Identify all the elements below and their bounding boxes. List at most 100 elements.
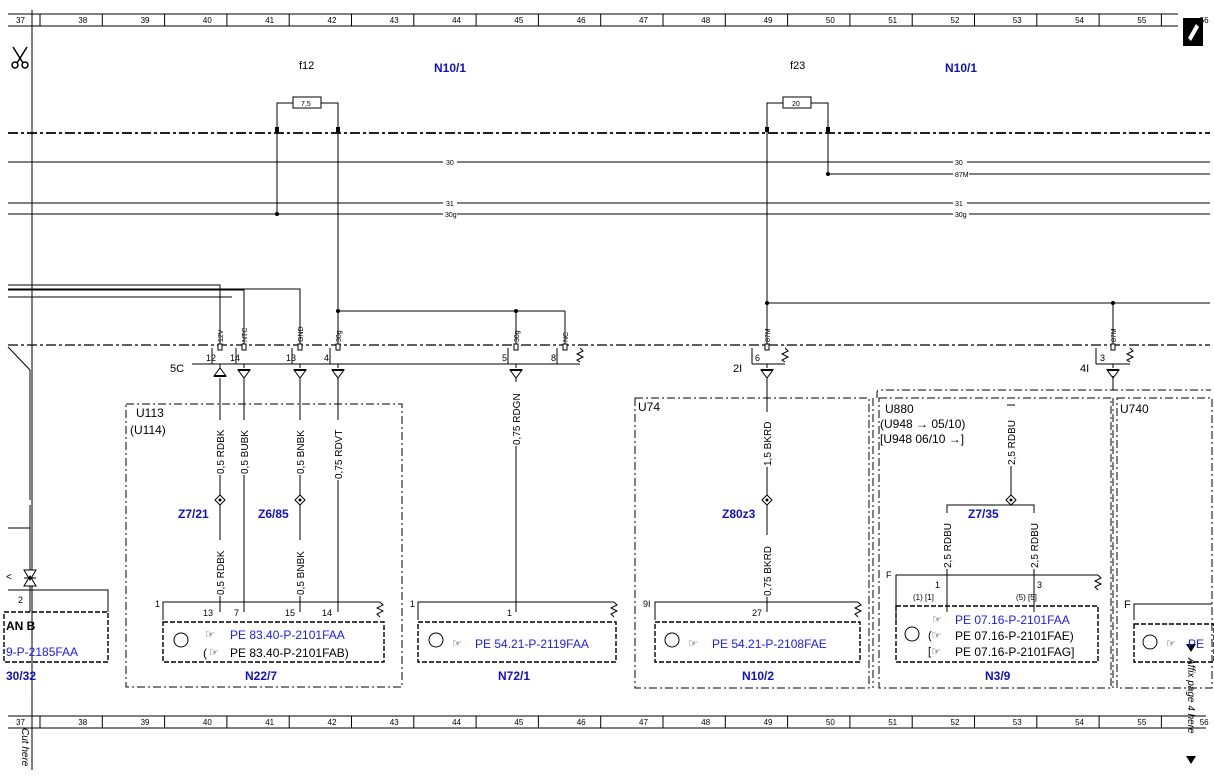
ruler-number: 52 [951,16,960,25]
splice-label: Z7/35 [968,507,999,521]
connector-name: 4I [1080,363,1089,375]
pin-number: 7 [234,608,239,618]
module-ref-link[interactable]: PE 07.16-P-2101FAA [955,613,1070,627]
module-partial-right: F ☞ PE [1124,599,1214,663]
ruler-number: 48 [701,16,710,25]
transistor-icon [428,632,444,648]
block-u880-line1: (U948 → 05/10) [880,417,965,431]
pin-number: 27 [752,608,762,618]
pin-terminal [241,343,247,351]
ruler-number: 46 [577,718,586,727]
pointer-icon: ☞ [1166,638,1176,650]
module-partial-left: 2 AN B 9-P-2185FAA 30/32 < [3,505,109,683]
ruler-number: 42 [328,16,337,25]
bus-87m-label: 87M [955,172,969,179]
pointer-icon: ☞ [205,629,215,641]
ruler-number: 53 [1013,16,1022,25]
unit-label: N10/1 [434,61,466,75]
arrow-down-icon [237,369,251,379]
pin-number: 3 [1100,353,1105,363]
module-label: AN B [6,619,36,633]
bus-lines [8,161,1210,215]
pin-number: 1 [507,608,512,618]
splice-label: Z80z3 [722,507,756,521]
bus-30g-label: 30g [955,212,967,219]
bus-31-label: 31 [955,201,963,208]
ruler-number: 37 [16,16,25,25]
ruler-number: 46 [577,16,586,25]
pin-terminal [513,343,519,351]
scissors-icon [11,46,29,69]
wire-label: 0,75 BKRD [763,546,774,596]
wire-label: 1,5 BKRD [763,422,774,466]
pin-number: 14 [230,353,240,363]
transistor-icon [904,626,920,642]
pin-terminal [335,343,341,351]
ruler-number: 54 [1075,718,1084,727]
ruler-number: 50 [826,718,835,727]
pin-number: 8 [551,353,556,363]
ruler-number: 45 [514,16,523,25]
pointer-icon: ☞ [688,638,698,650]
cut-here-label: Cut here [19,728,30,767]
pointer-icon: (☞ [928,630,942,642]
ruler-number: 52 [951,718,960,727]
bus-30-label: 30 [955,160,963,167]
block-u740-code: U740 [1120,402,1149,416]
module-name: N10/2 [742,669,774,683]
ruler-number: 42 [328,718,337,727]
ruler-number: 56 [1200,16,1209,25]
module-ref-link[interactable]: PE [1188,637,1204,651]
wire-label: 0,5 BUBK [240,430,251,474]
bus-30g-label: 30g [445,212,457,219]
module-conn: 1 [410,599,415,609]
module-ref-link[interactable]: PE 83.40-P-2101FAA [230,628,345,642]
pin-signal: NTC [242,328,249,342]
ruler-number: 44 [452,16,461,25]
pin-number: 4 [324,353,329,363]
ruler-number: 43 [390,16,399,25]
pin-sub: (5) [5] [1016,593,1037,602]
pin-number: 14 [322,608,332,618]
transistor-icon [173,632,189,648]
ruler-number: 56 [1200,718,1209,727]
arrow-down-icon [509,369,523,379]
pin-number: 12 [206,353,216,363]
fuse-value: 7,5 [301,101,311,108]
connector-2i: 2I 6 87M [733,328,790,375]
pointer-icon: [☞ [928,646,941,658]
block-u113-code: U113 [136,406,164,420]
page-tab-icon [1183,18,1203,46]
pin-signal: NC [563,332,570,342]
connector-name: 2I [733,363,742,375]
pointer-icon: ☞ [932,614,942,626]
wire-label: 2,5 RDBU [943,523,954,568]
transistor-icon [1142,634,1158,650]
fuse-f12: f12 N10/1 7,5 [275,60,466,133]
pin-number: 6 [755,353,760,363]
ruler-number: 49 [764,16,773,25]
ruler-number: 45 [514,718,523,727]
ruler-number: 48 [701,718,710,727]
module-ref-link[interactable]: PE 54.21-P-2108FAE [712,637,827,651]
ruler-number: 39 [141,16,150,25]
fuse-id: f12 [299,60,314,72]
ruler-number: 51 [888,16,897,25]
module-name: 30/32 [6,669,36,683]
module-ref-link[interactable]: PE 54.21-P-2119FAA [475,637,589,651]
pin-number: 3 [1037,580,1042,590]
module-ref-link[interactable]: 9-P-2185FAA [6,645,78,659]
connector-4i: 4I 3 87M [1080,328,1135,375]
pin-signal: GND [298,326,305,342]
transistor-icon [664,632,680,648]
module-ref-alt: PE 07.16-P-2101FAE) [955,629,1074,643]
ruler-number: 38 [78,16,87,25]
fuse-f23: f23 N10/1 20 [765,60,977,133]
pin-sub: (1) [1] [913,593,934,602]
pin-number: 5 [502,353,507,363]
ruler-number: 40 [203,718,212,727]
